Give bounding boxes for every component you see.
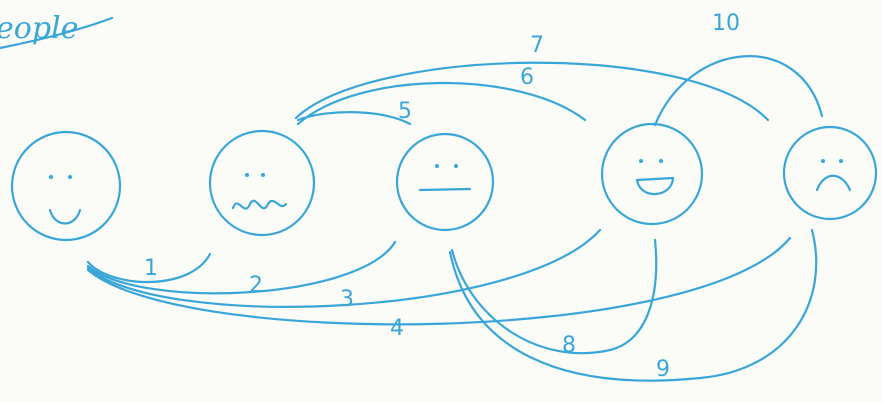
face-4-eye-right xyxy=(659,159,663,163)
connection-5-line xyxy=(298,112,410,124)
face-2-mouth-wavy xyxy=(233,201,286,209)
face-2 xyxy=(210,131,314,235)
connection-1-label: 1 xyxy=(144,256,158,281)
face-1-mouth-smile xyxy=(50,210,80,224)
face-1-eye-right xyxy=(68,175,72,179)
face-4-mouth-big-smile xyxy=(637,178,673,194)
face-5-outline xyxy=(784,127,876,219)
connection-6-label: 6 xyxy=(520,65,534,90)
connection-9-line xyxy=(450,230,816,381)
face-3-eye-left xyxy=(435,164,439,168)
face-4-outline xyxy=(602,124,702,224)
face-3-eye-right xyxy=(454,164,458,168)
face-2-eye-left xyxy=(245,173,249,177)
face-5-mouth-frown xyxy=(817,176,850,190)
face-1 xyxy=(12,132,120,240)
connection-3-label: 3 xyxy=(340,287,354,312)
connection-10-line xyxy=(655,56,822,125)
connection-7-label: 7 xyxy=(530,33,544,58)
face-3 xyxy=(397,134,493,230)
connection-5-label: 5 xyxy=(398,99,412,124)
face-1-eye-left xyxy=(49,175,53,179)
title: eople xyxy=(0,11,78,46)
connection-6-line xyxy=(298,83,585,124)
connection-8-line xyxy=(452,240,656,353)
face-3-outline xyxy=(397,134,493,230)
connection-4-line xyxy=(88,238,790,324)
connection-2-label: 2 xyxy=(249,273,263,298)
connection-9-label: 9 xyxy=(656,357,670,382)
face-4-eye-left xyxy=(639,159,643,163)
connection-8-label: 8 xyxy=(562,333,576,358)
connection-10-label: 10 xyxy=(712,11,740,36)
face-4 xyxy=(602,124,702,224)
face-5 xyxy=(784,127,876,219)
face-3-mouth-neutral xyxy=(420,189,470,190)
face-2-outline xyxy=(210,131,314,235)
face-2-eye-right xyxy=(261,173,265,177)
connection-4-label: 4 xyxy=(390,316,404,341)
connection-2-line xyxy=(88,242,395,293)
face-5-eye-left xyxy=(821,159,825,163)
face-5-eye-right xyxy=(839,159,843,163)
